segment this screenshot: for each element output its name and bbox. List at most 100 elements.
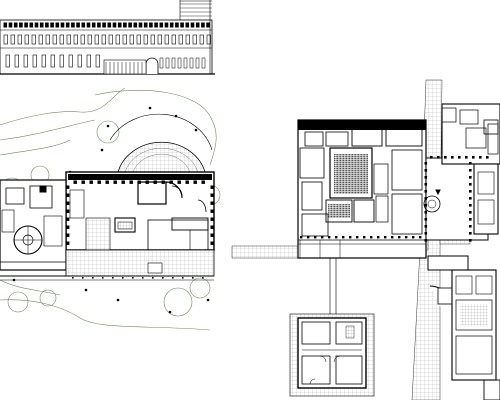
west-annex — [0, 179, 67, 271]
elevation-window — [24, 22, 28, 28]
column — [469, 162, 472, 165]
elevation-window — [136, 34, 141, 45]
elevation-window — [171, 57, 176, 69]
column — [363, 236, 366, 239]
site-plan-west-complex — [0, 87, 221, 331]
column — [342, 236, 345, 239]
south-wing — [427, 255, 500, 400]
elevation-window — [108, 34, 113, 45]
column — [66, 185, 70, 189]
bollard — [72, 277, 74, 279]
bollard — [192, 277, 194, 279]
east-main-building — [297, 119, 427, 259]
lecture-hall — [329, 147, 373, 199]
detached-pavilion-plan — [289, 313, 375, 397]
elevation-window — [77, 54, 82, 68]
elevation-window — [59, 34, 64, 45]
elevation-ground-arcade — [105, 57, 206, 74]
tree-marker — [206, 298, 210, 302]
tree-marker — [100, 148, 104, 152]
column — [424, 190, 428, 193]
elevation-window — [14, 54, 19, 68]
elevation-window — [91, 22, 96, 28]
bollard — [162, 277, 164, 279]
elevation-window — [185, 34, 190, 45]
elevation-window — [73, 34, 78, 45]
column — [210, 217, 214, 221]
east-wing — [441, 103, 500, 235]
elevation-window — [59, 54, 64, 68]
elevation-window — [165, 57, 170, 69]
column — [486, 156, 489, 159]
column — [66, 233, 70, 237]
column — [89, 180, 93, 184]
column — [370, 236, 373, 239]
tree-marker — [148, 106, 152, 110]
column — [424, 183, 428, 186]
column — [349, 236, 352, 239]
elevation-window — [107, 22, 112, 28]
elevation-window — [138, 22, 143, 28]
elevation-window — [201, 22, 205, 28]
bollard — [202, 277, 204, 279]
elevation-window — [5, 54, 10, 68]
elevation-window — [3, 34, 8, 45]
elevation-window — [143, 22, 148, 28]
elevation-window — [50, 22, 54, 28]
column — [73, 180, 77, 184]
elevation-window — [13, 22, 18, 28]
column — [469, 218, 472, 221]
column — [398, 236, 401, 239]
elevation-window — [183, 57, 188, 69]
column — [121, 180, 125, 184]
site-plan-east-complex — [231, 79, 500, 400]
elevation-window — [41, 54, 46, 68]
column — [424, 204, 428, 207]
elevation-window — [10, 34, 15, 45]
elevation-window — [68, 54, 73, 68]
column — [469, 204, 472, 207]
elevation-window — [86, 22, 91, 28]
elevation-window — [123, 22, 127, 28]
elevation-window — [149, 22, 153, 28]
column — [412, 236, 415, 239]
elevation-window — [185, 22, 190, 28]
column — [105, 180, 109, 184]
column — [424, 239, 428, 242]
elevation-window — [159, 57, 164, 69]
column — [424, 211, 428, 214]
column — [458, 156, 461, 159]
elevation-window — [177, 57, 182, 69]
elevation-window — [143, 34, 148, 45]
elevation-window — [29, 22, 34, 28]
elevation-window — [171, 34, 176, 45]
elevation-window — [115, 34, 120, 45]
bollard — [112, 277, 114, 279]
bollard — [82, 277, 84, 279]
column — [66, 209, 70, 213]
elevation-window — [112, 22, 117, 28]
column — [479, 156, 482, 159]
column — [384, 236, 387, 239]
bollard — [92, 277, 94, 279]
elevation-window — [76, 22, 80, 28]
elevation-window — [39, 22, 44, 28]
elevation-window — [199, 34, 204, 45]
column — [437, 156, 440, 159]
column — [465, 156, 468, 159]
elevation-window — [55, 22, 60, 28]
column — [472, 156, 475, 159]
column — [97, 180, 101, 184]
column — [469, 239, 472, 242]
column — [66, 225, 70, 229]
column — [185, 180, 189, 184]
paved-forecourt — [65, 249, 215, 277]
column — [113, 180, 117, 184]
column — [469, 197, 472, 200]
elevation-window — [95, 54, 100, 68]
west-main-building — [65, 171, 215, 251]
elevation-window — [101, 34, 106, 45]
landscape-contours — [0, 87, 221, 331]
elevation-window — [80, 34, 85, 45]
